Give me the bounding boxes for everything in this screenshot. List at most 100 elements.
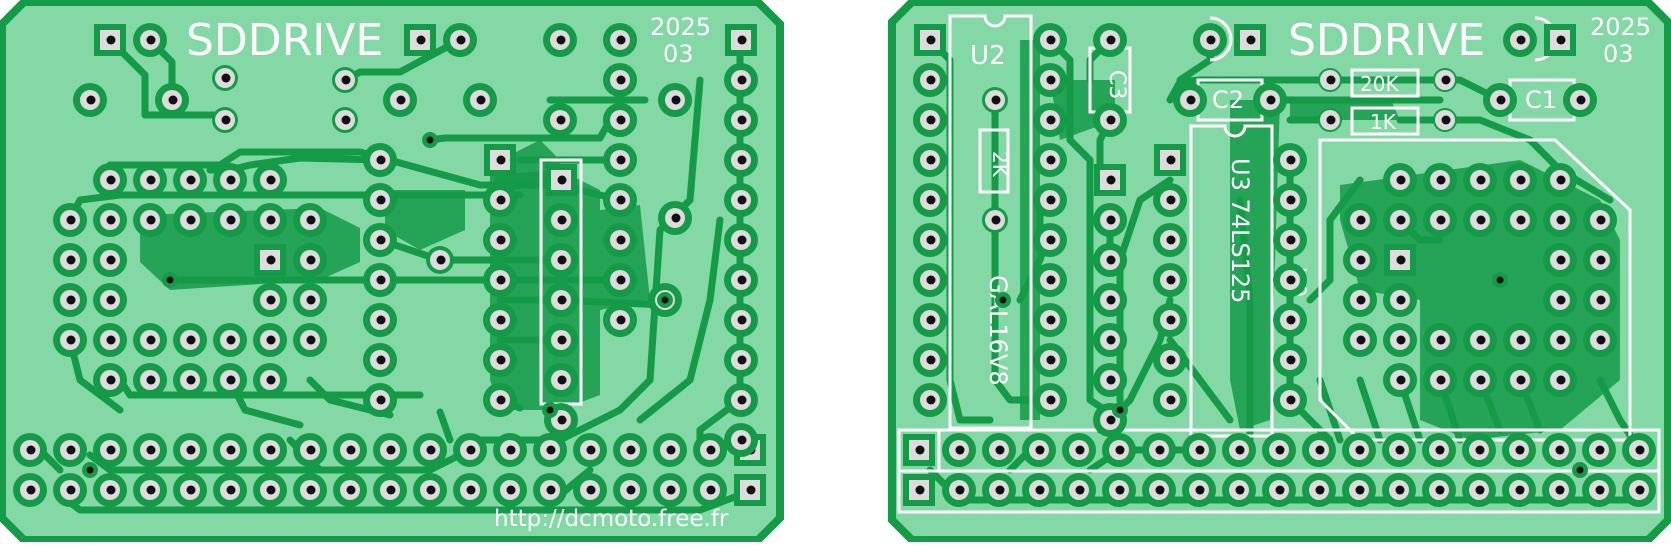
- round-pad: [53, 473, 87, 507]
- round-pad: [1182, 473, 1216, 507]
- round-pad: [1503, 23, 1537, 57]
- round-pad: [653, 433, 687, 467]
- round-pad: [603, 183, 637, 217]
- round-pad: [93, 473, 127, 507]
- c3-label: C3: [1104, 70, 1129, 99]
- round-pad: [93, 433, 127, 467]
- r-20k-label: 20K: [1360, 72, 1399, 96]
- round-pad: [1383, 363, 1417, 397]
- c-left-arc: [1209, 16, 1233, 62]
- round-pad: [93, 283, 127, 317]
- left-board-title: SDDRIVE: [186, 15, 383, 66]
- left-board-month: 03: [663, 40, 694, 68]
- round-pad: [213, 363, 247, 397]
- round-pad: [53, 203, 87, 237]
- r-2k-label: 2K: [988, 151, 1012, 178]
- round-pad: [212, 65, 238, 91]
- round-pad: [53, 283, 87, 317]
- round-pad: [363, 223, 397, 257]
- round-pad: [913, 263, 947, 297]
- round-pad: [603, 303, 637, 337]
- round-pad: [1033, 23, 1067, 57]
- round-pad: [1033, 223, 1067, 257]
- square-pad: [484, 144, 516, 176]
- round-pad: [724, 423, 758, 457]
- round-pad: [383, 83, 417, 117]
- round-pad: [1062, 433, 1096, 467]
- square-pad: [1094, 164, 1126, 196]
- round-pad: [1543, 363, 1577, 397]
- round-pad: [1543, 243, 1577, 277]
- round-pad: [544, 243, 578, 277]
- round-pad: [363, 383, 397, 417]
- round-pad: [213, 163, 247, 197]
- round-pad: [443, 23, 477, 57]
- round-pad: [1542, 433, 1576, 467]
- round-pad: [293, 433, 327, 467]
- round-pad: [1463, 203, 1497, 237]
- round-pad: [1093, 203, 1127, 237]
- round-pad: [53, 433, 87, 467]
- round-pad: [1062, 473, 1096, 507]
- c1-label: C1: [1525, 86, 1557, 114]
- round-pad: [1343, 323, 1377, 357]
- round-pad: [724, 383, 758, 417]
- round-pad: [1343, 203, 1377, 237]
- round-pad: [1273, 223, 1307, 257]
- r-20k-outline: [1350, 68, 1420, 98]
- round-pad: [1502, 433, 1536, 467]
- round-pad: [1502, 473, 1536, 507]
- round-pad: [544, 203, 578, 237]
- round-pad: [603, 63, 637, 97]
- r-2k-outline: [978, 128, 1010, 194]
- round-pad: [603, 23, 637, 57]
- via: [422, 132, 438, 148]
- round-pad: [1433, 108, 1457, 132]
- left-board-url: http://dcmoto.free.fr: [494, 506, 729, 532]
- round-pad: [1503, 163, 1537, 197]
- round-pad: [1542, 473, 1576, 507]
- round-pad: [1622, 473, 1656, 507]
- r-1k-label: 1K: [1370, 110, 1397, 134]
- round-pad: [658, 201, 692, 235]
- square-pad: [725, 24, 757, 56]
- via: [995, 292, 1011, 308]
- round-pad: [982, 473, 1016, 507]
- square-pad: [545, 164, 577, 196]
- round-pad: [1382, 433, 1416, 467]
- round-pad: [293, 203, 327, 237]
- round-pad: [724, 343, 758, 377]
- round-pad: [543, 103, 577, 137]
- round-pad: [1483, 83, 1517, 117]
- square-pad: [903, 474, 935, 506]
- round-pad: [1153, 223, 1187, 257]
- round-pad: [133, 323, 167, 357]
- round-pad: [1463, 163, 1497, 197]
- round-pad: [724, 63, 758, 97]
- round-pad: [1093, 23, 1127, 57]
- round-pad: [1318, 108, 1342, 132]
- round-pad: [724, 183, 758, 217]
- square-pad: [903, 434, 935, 466]
- right-pads: [903, 23, 1656, 507]
- round-pad: [1273, 143, 1307, 177]
- round-pad: [1033, 103, 1067, 137]
- round-pad: [913, 183, 947, 217]
- round-pad: [913, 383, 947, 417]
- round-pad: [173, 163, 207, 197]
- round-pad: [133, 473, 167, 507]
- round-pad: [1033, 63, 1067, 97]
- round-pad: [1383, 323, 1417, 357]
- round-pad: [1462, 433, 1496, 467]
- round-pad: [253, 203, 287, 237]
- round-pad: [658, 83, 692, 117]
- round-pad: [212, 107, 238, 133]
- square-pad: [94, 24, 126, 56]
- round-pad: [533, 433, 567, 467]
- round-pad: [133, 363, 167, 397]
- round-pad: [363, 303, 397, 337]
- round-pad: [982, 87, 1008, 113]
- round-pad: [1343, 283, 1377, 317]
